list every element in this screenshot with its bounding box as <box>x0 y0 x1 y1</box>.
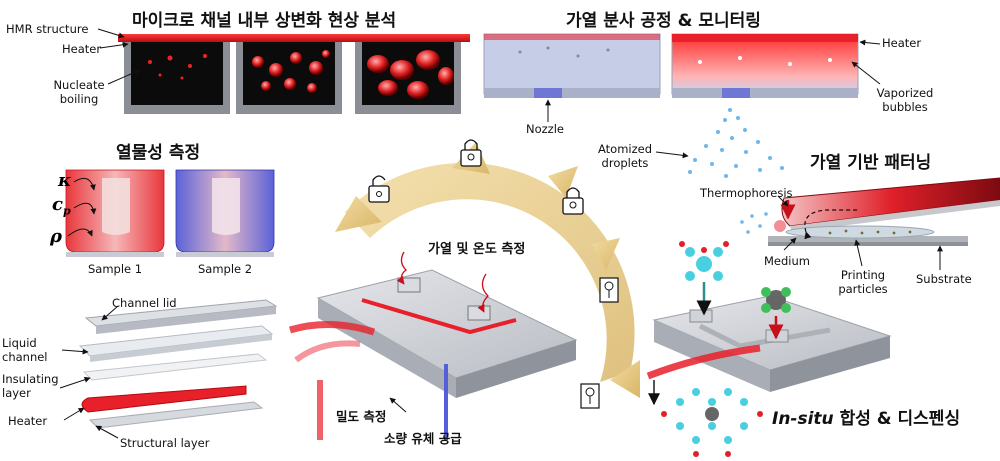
key-icon <box>580 383 600 409</box>
label-heater-left: Heater <box>62 42 102 56</box>
central-arrow <box>335 139 640 409</box>
label-rho: ρ <box>50 226 62 247</box>
boiling-box-1 <box>124 42 230 114</box>
insitu-chip <box>646 241 892 457</box>
title-thermal-props: 열물성 측정 <box>116 143 201 163</box>
metal-cluster <box>761 287 791 313</box>
label-insulating-layer: Insulating layer <box>2 372 59 400</box>
label-liquid-channel: Liquid channel <box>2 336 48 364</box>
title-synthesis-rest: 합성 & 디스펜싱 <box>833 409 961 429</box>
label-nucleate-boiling: Nucleate boiling <box>53 78 105 106</box>
lock-icon <box>562 187 584 215</box>
label-micro-supply: 소량 유체 공급 <box>384 431 462 446</box>
title-center: 가열 및 온도 측정 <box>428 242 526 257</box>
framework-structure <box>661 388 763 457</box>
label-heater-right: Heater <box>882 36 922 50</box>
atomized-droplets <box>688 108 784 178</box>
label-density: 밀도 측정 <box>336 409 387 424</box>
label-nozzle: Nozzle <box>526 122 564 136</box>
label-atomized-droplets: Atomized droplets <box>597 142 653 170</box>
label-printing-particles: Printing particles <box>838 268 888 296</box>
label-cp: cp <box>52 194 71 218</box>
title-synthesis-italic: In-situ <box>772 409 834 429</box>
title-synthesis: In-situ 합성 & 디스펜싱 <box>772 404 960 429</box>
label-medium: Medium <box>764 254 810 268</box>
label-sample2: Sample 2 <box>198 262 253 276</box>
central-chip <box>288 251 578 440</box>
title-patterning: 가열 기반 패터닝 <box>810 153 932 173</box>
boiling-box-3 <box>355 42 461 114</box>
label-kappa: κ <box>58 170 72 191</box>
label-channel-lid: Channel lid <box>112 296 177 310</box>
bulb-lock-icon <box>460 139 482 167</box>
key-icon <box>599 277 619 303</box>
label-thermophoresis: Thermophoresis <box>700 186 793 200</box>
label-sample1: Sample 1 <box>88 262 143 276</box>
label-structural-layer: Structural layer <box>120 436 210 450</box>
phase-change-panel <box>97 28 470 114</box>
unlock-icon <box>368 175 390 203</box>
label-hmr-structure: HMR structure <box>6 22 89 36</box>
label-heater-stack: Heater <box>8 414 48 428</box>
title-spray: 가열 분사 공정 & 모니터링 <box>566 11 761 31</box>
layer-stack <box>59 299 278 439</box>
label-vaporized-bubbles: Vaporized bubbles <box>876 86 934 114</box>
spray-chip-right <box>671 33 859 98</box>
linker-molecule <box>679 241 729 281</box>
label-substrate: Substrate <box>916 272 972 286</box>
boiling-box-2 <box>236 42 342 114</box>
thermal-samples <box>65 169 275 257</box>
patterning-panel <box>740 177 1000 270</box>
label-cp-sub: p <box>62 204 71 218</box>
title-phase-change: 마이크로 채널 내부 상변화 현상 분석 <box>132 11 397 31</box>
spray-chip-left <box>483 33 661 98</box>
spray-panel <box>483 33 881 178</box>
label-cp-main: c <box>52 194 63 215</box>
